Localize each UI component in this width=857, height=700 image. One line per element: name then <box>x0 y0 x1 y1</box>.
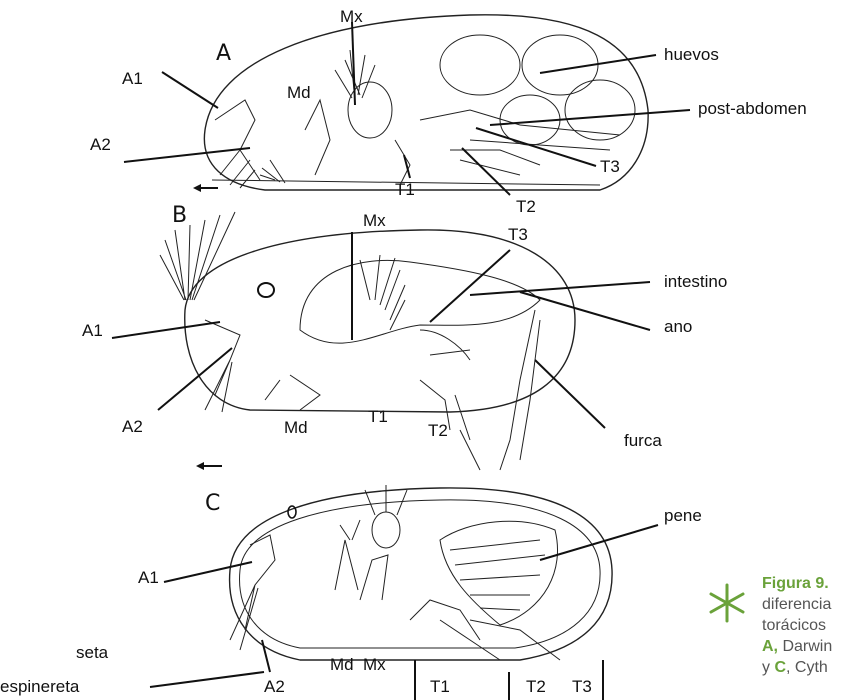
panel-b: B Mx T3 <box>82 203 727 470</box>
caption-line-3: A, Darwin <box>762 636 857 657</box>
panel-c: C A1 A2 Md <box>0 485 702 700</box>
panel-a-direction-arrow <box>193 184 218 192</box>
panel-c-limbs <box>230 485 560 660</box>
panel-b-label-a2: A2 <box>122 417 143 436</box>
caption-line-4-pre: y <box>762 659 774 676</box>
asterisk-icon <box>711 585 743 621</box>
panel-c-label-t2: T2 <box>526 677 546 696</box>
panel-b-limbs <box>205 255 540 470</box>
panel-a-label-t3: T3 <box>600 157 620 176</box>
panel-c-label-t1: T1 <box>430 677 450 696</box>
panel-c-letter: C <box>205 491 220 516</box>
panel-a-eggs <box>440 35 635 145</box>
panel-c-label-a2: A2 <box>264 677 285 696</box>
panel-b-letter: B <box>172 203 187 228</box>
panel-c-label-seta: seta <box>76 643 109 662</box>
panel-b-label-intestino: intestino <box>664 272 727 291</box>
caption-line-4: y C, Cyth <box>762 657 857 678</box>
panel-c-label-t3: T3 <box>572 677 592 696</box>
caption-line-1: diferencia <box>762 594 857 615</box>
panel-a-label-a1: A1 <box>122 69 143 88</box>
panel-c-label-md: Md <box>330 655 354 674</box>
figure-caption: Figura 9. diferencia torácicos A, Darwin… <box>762 573 857 700</box>
panel-a-carapace <box>204 15 648 190</box>
panel-c-label-mx: Mx <box>363 655 386 674</box>
panel-b-label-t2: T2 <box>428 421 448 440</box>
caption-line-4-bold: C <box>774 659 786 676</box>
panel-c-label-espinereta: espinereta <box>0 677 80 696</box>
panel-b-label-mx: Mx <box>363 211 386 230</box>
panel-a-label-t2: T2 <box>516 197 536 216</box>
caption-line-4-text: , Cyth <box>786 659 828 676</box>
caption-line-2: torácicos <box>762 615 857 636</box>
panel-b-label-t3: T3 <box>508 225 528 244</box>
panel-c-eye <box>288 506 296 518</box>
panel-b-label-t1: T1 <box>368 407 388 426</box>
panel-b-label-md: Md <box>284 418 308 437</box>
panel-a-letter: A <box>216 41 231 66</box>
caption-line-3-bold: A, <box>762 638 778 655</box>
panel-c-label-pene: pene <box>664 506 702 525</box>
panel-b-eye <box>258 283 274 297</box>
panel-a-label-md: Md <box>287 83 311 102</box>
panel-a-label-post-abdomen: post-abdomen <box>698 99 807 118</box>
panel-c-carapace <box>230 488 613 660</box>
panel-b-label-ano: ano <box>664 317 692 336</box>
panel-b-gut <box>300 260 540 343</box>
caption-line-3-text: Darwin <box>778 638 832 655</box>
panel-a-label-t1: T1 <box>395 180 415 199</box>
panel-b-label-a1: A1 <box>82 321 103 340</box>
panel-a-label-huevos: huevos <box>664 45 719 64</box>
panel-b-label-furca: furca <box>624 431 662 450</box>
panel-c-label-a1: A1 <box>138 568 159 587</box>
panel-a-label-mx: Mx <box>340 7 363 26</box>
panel-b-direction-arrow <box>196 462 222 470</box>
panel-a-label-a2: A2 <box>90 135 111 154</box>
panel-a: A <box>90 7 807 216</box>
caption-title: Figura 9. <box>762 573 857 594</box>
